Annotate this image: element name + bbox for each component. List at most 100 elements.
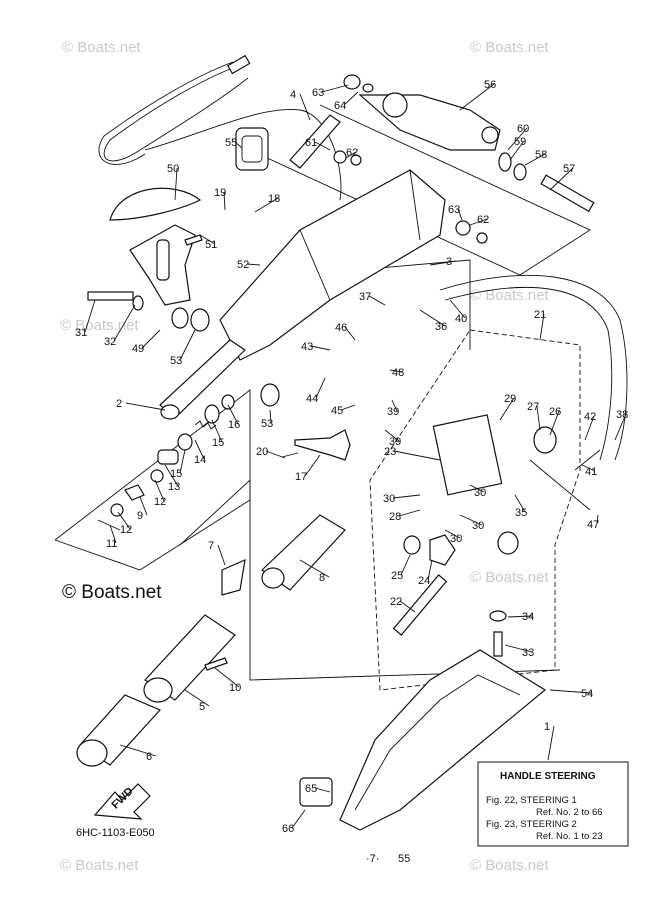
- cable-end: [227, 54, 251, 75]
- callout-number: 66: [282, 823, 294, 835]
- callout-number: 20: [256, 446, 268, 458]
- leader-line: [469, 484, 485, 493]
- leader-line: [504, 644, 533, 653]
- watermark: © Boats.net: [470, 39, 549, 56]
- leader-line: [310, 345, 331, 351]
- bushing: [171, 307, 189, 329]
- page-mark: ·7·: [366, 853, 379, 865]
- callout-labels: 1234567891011121213141515161718192021222…: [75, 79, 628, 835]
- callout-number: 63: [448, 204, 460, 216]
- part-decal: [221, 559, 246, 596]
- washer: [498, 152, 512, 172]
- watermark: © Boats.net: [62, 39, 141, 56]
- leader-line: [84, 299, 96, 333]
- leader-line: [119, 744, 157, 757]
- leader-line: [299, 559, 330, 578]
- watermark: © Boats.net: [60, 317, 139, 334]
- diagram-code: 6HC-1103-E050: [76, 827, 155, 839]
- part-gear: [497, 531, 519, 555]
- part-ring: [403, 535, 421, 555]
- callout-number: 57: [563, 163, 575, 175]
- part-grommet: [235, 127, 269, 171]
- callout-number: 43: [301, 341, 313, 353]
- leader-line: [141, 329, 161, 349]
- assembly-outline: [179, 478, 561, 681]
- callout-number: 35: [515, 507, 527, 519]
- callout-number: 12: [120, 524, 132, 536]
- callout-number: 53: [261, 418, 273, 430]
- leader-line: [459, 83, 495, 111]
- part-link: [529, 449, 601, 511]
- svg-text:Fig. 22, STEERING 1: Fig. 22, STEERING 1: [486, 795, 577, 806]
- callout-number: 30: [472, 520, 484, 532]
- leader-line: [419, 309, 446, 327]
- callout-number: 41: [585, 466, 597, 478]
- part-bottom-cover: [339, 649, 547, 831]
- callout-number: 61: [305, 137, 317, 149]
- leader-line: [117, 511, 131, 530]
- washer: [455, 220, 471, 236]
- callout-number: 15: [212, 437, 224, 449]
- leader-line: [584, 415, 595, 441]
- leader-line: [507, 615, 533, 618]
- leader-line: [184, 689, 210, 707]
- shift-cable: [439, 274, 628, 461]
- leader-line: [246, 263, 261, 266]
- part-gear: [533, 426, 557, 454]
- washer: [350, 154, 362, 166]
- leader-line: [291, 809, 306, 829]
- callout-number: 8: [319, 572, 325, 584]
- washer: [110, 503, 124, 517]
- callout-number: 13: [168, 481, 180, 493]
- callout-number: 33: [522, 647, 534, 659]
- leader-line: [344, 326, 356, 341]
- leader-line: [391, 399, 398, 412]
- callout-number: 42: [584, 411, 596, 423]
- callout-number: 31: [75, 327, 87, 339]
- leader-line: [469, 218, 488, 226]
- callout-number: 1: [544, 721, 550, 733]
- leader-line: [314, 787, 331, 793]
- callout-number: 50: [167, 163, 179, 175]
- callout-number: 53: [170, 355, 182, 367]
- callout-number: 39: [387, 406, 399, 418]
- callout-number: 2: [116, 398, 122, 410]
- part-sleeve: [157, 449, 179, 465]
- leader-line: [211, 419, 223, 443]
- callout-number: 48: [392, 367, 404, 379]
- part-bottom-cover: [354, 674, 521, 811]
- callout-number: 10: [229, 682, 241, 694]
- callout-number: 36: [435, 321, 447, 333]
- leader-line: [368, 295, 386, 306]
- callout-number: 39: [389, 436, 401, 448]
- washer: [489, 610, 507, 622]
- leader-line: [596, 514, 599, 525]
- bushing: [204, 404, 220, 424]
- callout-number: 30: [450, 533, 462, 545]
- leader-line: [154, 479, 165, 502]
- washer: [343, 74, 361, 90]
- leader-line: [549, 689, 592, 694]
- callout-number: 64: [334, 100, 346, 112]
- part-grip-end: [261, 567, 285, 589]
- leader-line: [174, 167, 178, 201]
- callout-number: 37: [359, 291, 371, 303]
- callout-number: 4: [290, 89, 296, 101]
- callout-number: 25: [391, 570, 403, 582]
- callout-number: 63: [312, 87, 324, 99]
- part-rod: [392, 574, 448, 636]
- leader-line: [427, 559, 433, 581]
- svg-text:Fig. 23, STEERING 2: Fig. 23, STEERING 2: [486, 819, 577, 830]
- washer: [362, 83, 374, 93]
- leader-line: [393, 450, 441, 461]
- part-collar: [160, 404, 180, 420]
- leader-line: [536, 405, 541, 431]
- callout-number: 30: [474, 487, 486, 499]
- callout-number: 7: [208, 540, 214, 552]
- leader-line: [499, 397, 515, 421]
- leader-line: [340, 404, 356, 411]
- watermark: © Boats.net: [60, 857, 139, 874]
- washer: [476, 232, 488, 244]
- washer: [513, 163, 527, 181]
